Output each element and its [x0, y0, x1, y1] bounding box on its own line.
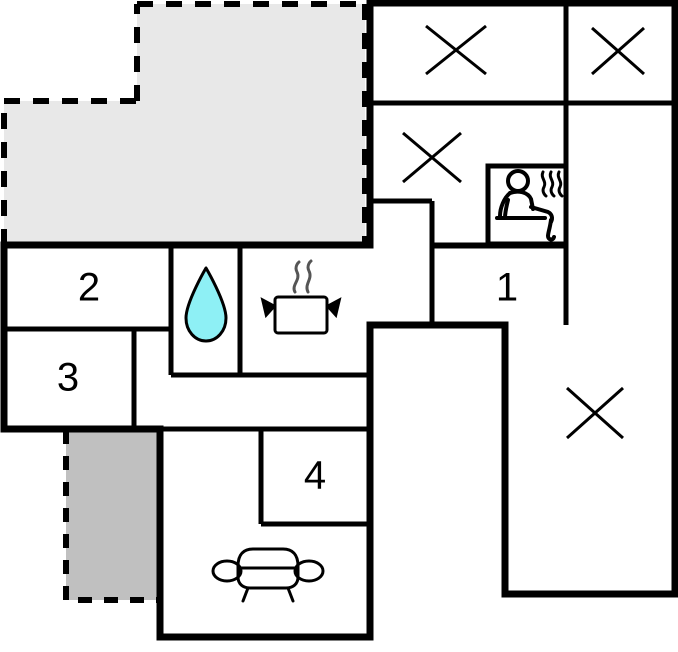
terrace-lower — [63, 430, 160, 603]
room-label-4: 4 — [304, 454, 326, 498]
cooking-pot-icon — [260, 259, 342, 335]
room-label-2: 2 — [78, 266, 100, 310]
terrace-upper — [1, 1, 368, 245]
crossed-room-marker-top-right — [591, 26, 645, 76]
room-label-3: 3 — [57, 356, 79, 400]
sauna-icon — [495, 169, 564, 242]
crossed-room-markers — [402, 24, 645, 440]
water-drop-icon — [184, 266, 228, 343]
sofa-icon — [211, 547, 325, 603]
crossed-room-marker-top-left — [425, 24, 487, 76]
room-label-1: 1 — [496, 266, 518, 310]
crossed-room-marker-bottom-right — [566, 386, 624, 440]
interior-walls — [4, 5, 672, 527]
crossed-room-marker-mid-left — [402, 131, 462, 184]
